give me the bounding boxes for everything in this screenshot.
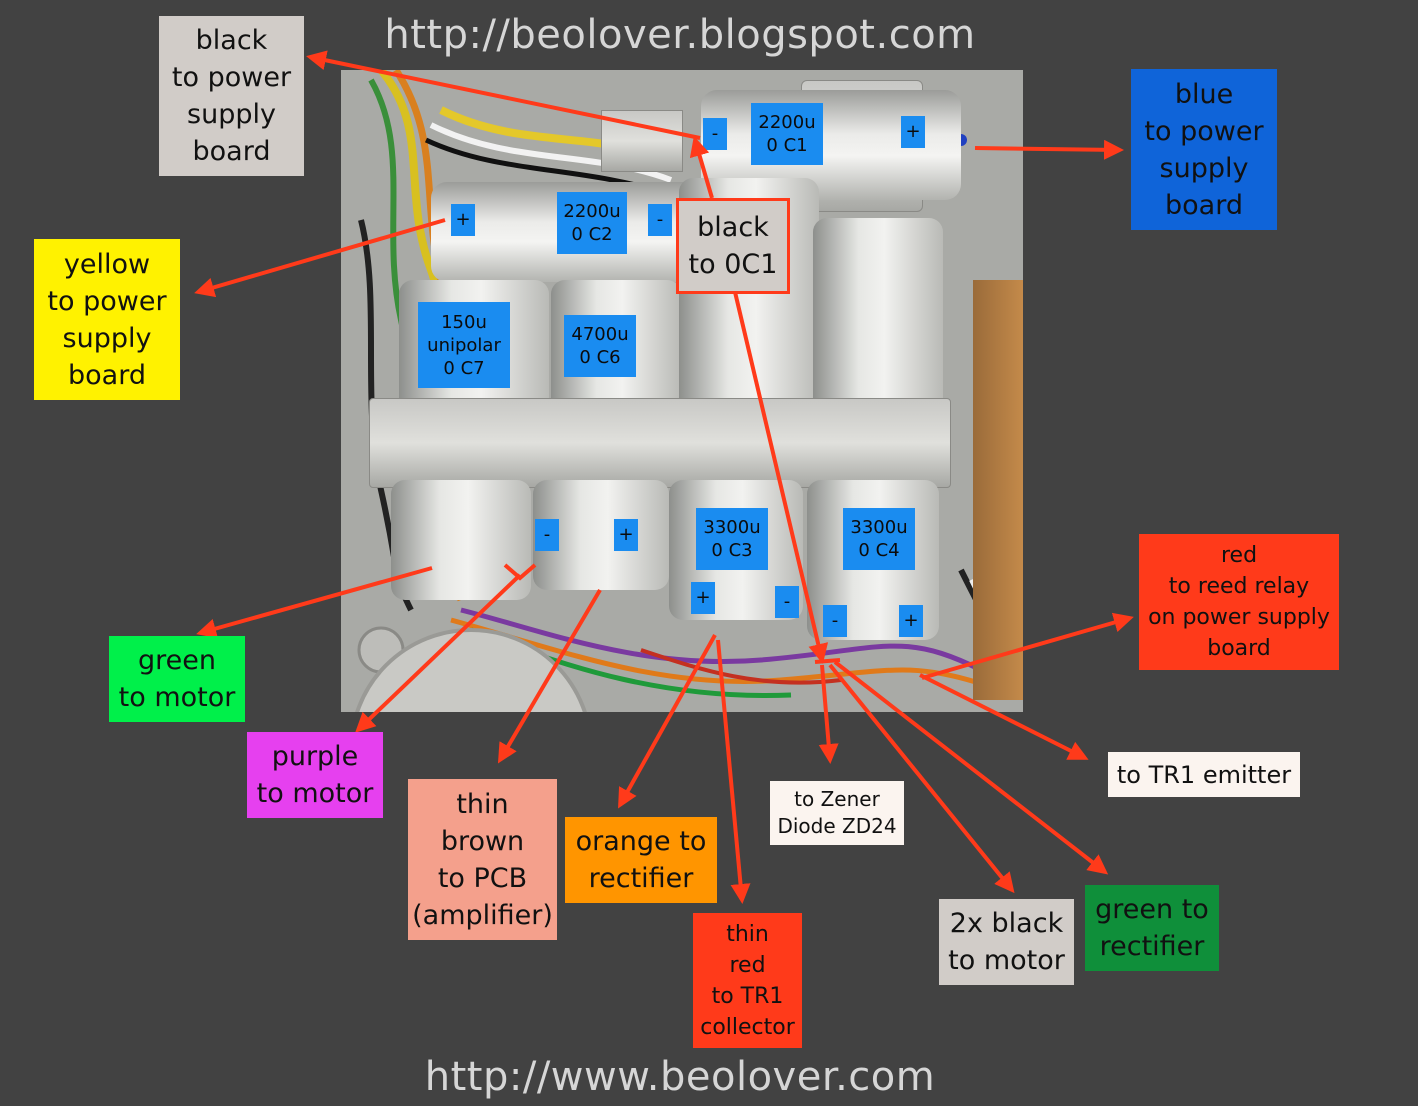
label-blue-power: blue to power supply board xyxy=(1131,69,1277,230)
capacitor-c2-name: 0 C2 xyxy=(571,224,613,245)
label-green-rectifier: green to rectifier xyxy=(1085,885,1219,971)
capacitor-c3-value: 3300u xyxy=(703,517,761,538)
capacitor-strap xyxy=(369,398,951,488)
capacitor-c1-tag: 2200u 0 C1 xyxy=(751,103,823,165)
capacitor-c6-value: 4700u xyxy=(571,324,629,345)
label-orange-rectifier: orange to rectifier xyxy=(565,817,717,903)
capacitor-c2-value: 2200u xyxy=(563,201,621,222)
arrow-black-motor xyxy=(828,663,1015,894)
capacitor-c7-name: 0 C7 xyxy=(443,357,485,379)
label-tr1-emitter: to TR1 emitter xyxy=(1108,752,1300,797)
arrow-blue-power xyxy=(974,139,1124,160)
label-black-0c1: black to 0C1 xyxy=(676,198,790,294)
capacitor-c4-value: 3300u xyxy=(850,517,908,538)
arrow-black-0c1-down xyxy=(733,291,829,664)
header-url[interactable]: http://beolover.blogspot.com xyxy=(384,12,976,58)
arrow-red-relay xyxy=(921,612,1134,680)
label-purple-motor: purple to motor xyxy=(247,732,383,818)
capacitor-c7-tag: 150u unipolar 0 C7 xyxy=(418,302,510,388)
label-zener: to Zener Diode ZD24 xyxy=(770,781,904,845)
capacitor-c1-plus: + xyxy=(901,116,925,148)
capacitor-bottom-left-body xyxy=(391,480,531,600)
capacitor-c4-name: 0 C4 xyxy=(858,540,900,561)
label-green-motor: green to motor xyxy=(109,636,245,722)
capacitor-c7-value: 150u xyxy=(441,311,487,333)
capacitor-c1-value: 2200u xyxy=(758,112,816,133)
arrow-tr1-emitter xyxy=(919,673,1089,760)
capacitor-c4-plus: + xyxy=(899,605,923,637)
capacitor-c2-minus: - xyxy=(648,204,672,236)
label-yellow-power: yellow to power supply board xyxy=(34,239,180,400)
capacitor-c2-tag: 2200u 0 C2 xyxy=(557,192,627,254)
capacitor-c4-tag: 3300u 0 C4 xyxy=(843,508,915,570)
capacitor-c3-minus: - xyxy=(775,586,799,618)
arrow-thin-red xyxy=(716,639,751,904)
label-black-power: black to power supply board xyxy=(159,16,304,176)
arrow-yellow-power xyxy=(194,218,446,298)
capacitor-c6-tag: 4700u 0 C6 xyxy=(564,315,636,377)
capacitor-c2-plus: + xyxy=(451,204,475,236)
capacitor-c3-tag: 3300u 0 C3 xyxy=(696,508,768,570)
arrow-purple-motor xyxy=(355,573,522,733)
label-black-motor: 2x black to motor xyxy=(939,899,1074,985)
capacitor-c7-type: unipolar xyxy=(427,334,501,356)
capacitor-c3-plus: + xyxy=(691,582,715,614)
capacitor-c6-name: 0 C6 xyxy=(579,347,621,368)
capacitor-bottom-left-plus: + xyxy=(614,519,638,551)
footer-url[interactable]: http://www.beolover.com xyxy=(424,1054,936,1100)
arrow-orange-rect xyxy=(618,634,717,809)
arrow-green-motor xyxy=(196,566,433,639)
label-thin-red: thin red to TR1 collector xyxy=(693,913,802,1048)
capacitor-bottom-left-minus: - xyxy=(535,519,559,551)
capacitor-c4-minus: - xyxy=(823,605,847,637)
capacitor-c3-name: 0 C3 xyxy=(711,540,753,561)
capacitor-c1-name: 0 C1 xyxy=(766,135,808,156)
label-thin-brown: thin brown to PCB (amplifier) xyxy=(408,779,557,940)
arrow-black-power xyxy=(306,50,701,140)
pcb-edge xyxy=(973,280,1023,700)
arrow-zener xyxy=(818,664,839,764)
arrow-green-rect xyxy=(833,660,1109,875)
arrow-thin-brown xyxy=(497,588,602,764)
label-red-relay: red to reed relay on power supply board xyxy=(1139,534,1339,670)
arrow-black-0c1-up xyxy=(689,136,714,199)
capacitor-electrolytic-body xyxy=(813,218,943,420)
